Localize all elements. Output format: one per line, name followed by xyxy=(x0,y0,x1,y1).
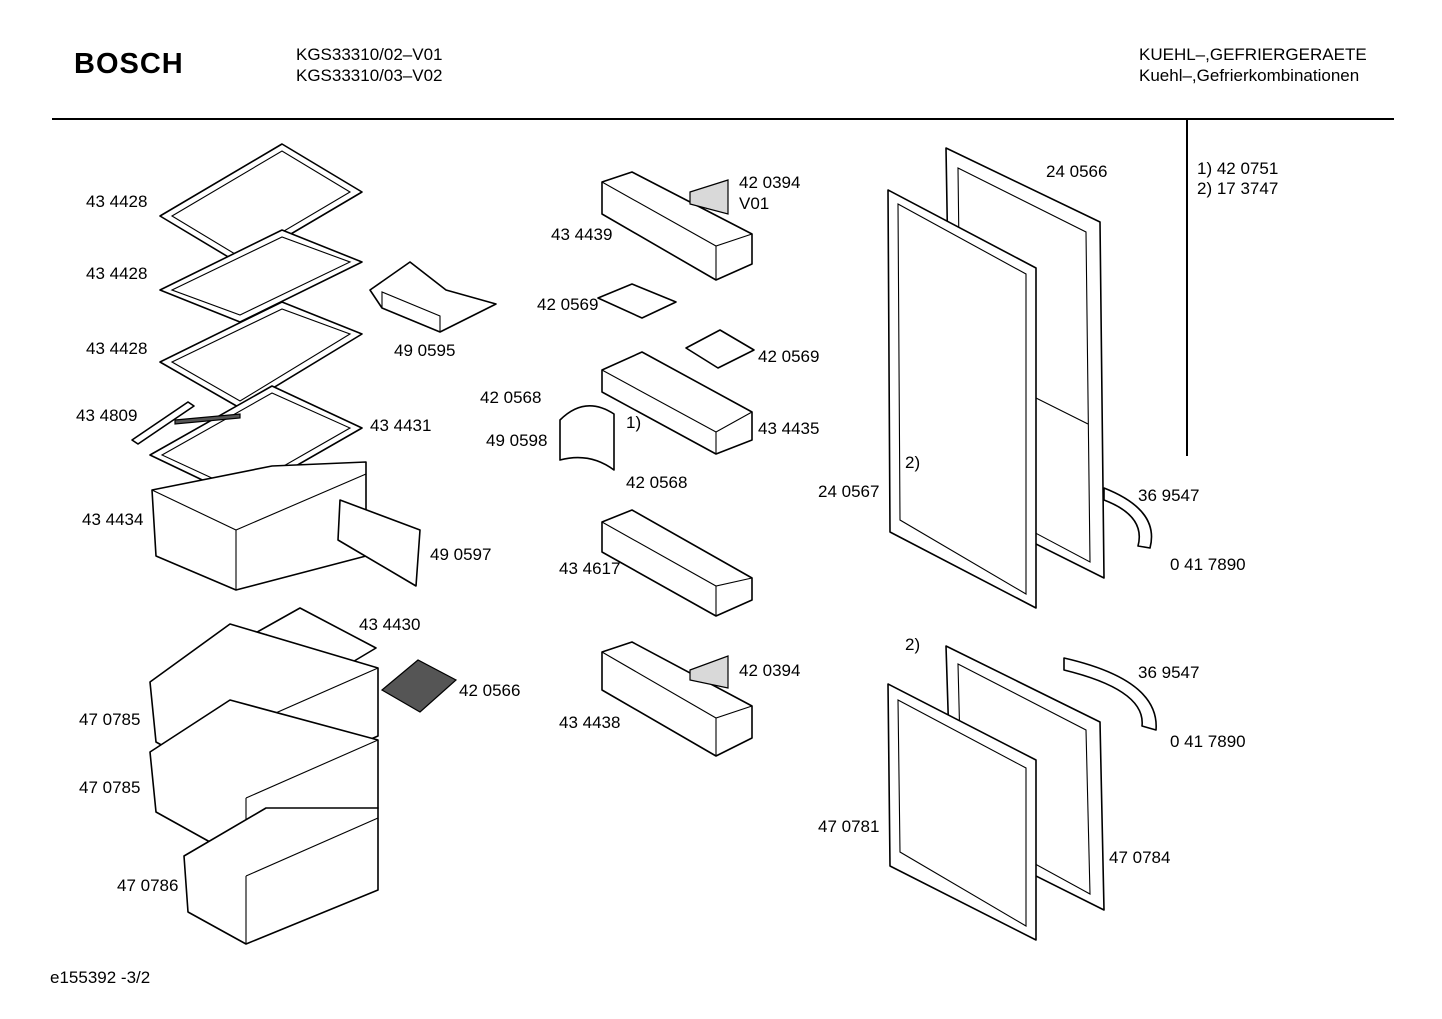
note-1: 1) 42 0751 xyxy=(1197,159,1279,178)
glass-shelf-3 xyxy=(159,301,363,409)
model-number-1: KGS33310/02–V01 xyxy=(296,45,443,64)
egg-tray-1 xyxy=(597,283,677,319)
glass-shelf-1 xyxy=(159,143,363,265)
part-label: 36 9547 xyxy=(1138,663,1200,682)
door-shelf-4 xyxy=(601,641,753,757)
part-label: 43 4430 xyxy=(359,615,421,634)
part-label: 43 4438 xyxy=(559,713,621,732)
shelf-rail xyxy=(131,401,241,445)
part-label: 42 0569 xyxy=(758,347,820,366)
part-label: 1) xyxy=(626,413,642,432)
part-label: 43 4428 xyxy=(86,192,148,211)
part-label: 36 9547 xyxy=(1138,486,1200,505)
part-label: 43 4428 xyxy=(86,339,148,358)
part-label: 47 0785 xyxy=(79,710,141,729)
small-drawer xyxy=(369,261,497,333)
part-label: 47 0786 xyxy=(117,876,179,895)
category-subtitle: Kuehl–,Gefrierkombinationen xyxy=(1139,66,1360,85)
category-title: KUEHL–,GEFRIERGERAETE xyxy=(1139,45,1367,64)
fridge-door-handle xyxy=(1103,487,1153,549)
part-label: 43 4809 xyxy=(76,406,138,425)
flap-cover xyxy=(559,405,615,471)
part-label: 47 0785 xyxy=(79,778,141,797)
crisper-box xyxy=(151,461,421,591)
fridge-door-gasket xyxy=(887,189,1037,609)
part-label: 49 0595 xyxy=(394,341,456,360)
door-shelf-3 xyxy=(601,509,753,617)
door-shelf-1 xyxy=(601,171,753,281)
part-label: 24 0567 xyxy=(818,482,880,501)
part-label: 43 4617 xyxy=(559,559,621,578)
part-label: 42 0568 xyxy=(480,388,542,407)
part-label: 47 0784 xyxy=(1109,848,1171,867)
part-label: 47 0781 xyxy=(818,817,880,836)
part-label: 49 0598 xyxy=(486,431,548,450)
note-2: 2) 17 3747 xyxy=(1197,179,1279,198)
part-label: 43 4435 xyxy=(758,419,820,438)
part-label: 43 4431 xyxy=(370,416,432,435)
freezer-door-handle xyxy=(1063,657,1157,731)
part-label: 42 0568 xyxy=(626,473,688,492)
part-label: V01 xyxy=(739,194,770,213)
part-label: 43 4428 xyxy=(86,264,148,283)
part-label: 43 4434 xyxy=(82,510,144,529)
part-label: 42 0566 xyxy=(459,681,521,700)
part-label: 42 0569 xyxy=(537,295,599,314)
door-shelf-2 xyxy=(601,351,753,455)
brand-logo: BOSCH xyxy=(74,48,184,80)
freezer-door-gasket xyxy=(887,683,1037,941)
part-label: 2) xyxy=(905,453,921,472)
notes-divider xyxy=(1186,120,1188,456)
part-label: 49 0597 xyxy=(430,545,492,564)
part-label: 24 0566 xyxy=(1046,162,1108,181)
part-label: 42 0394 xyxy=(739,173,801,192)
ice-cube-tray xyxy=(380,659,458,713)
part-label: 0 41 7890 xyxy=(1170,732,1246,751)
glass-shelf-2 xyxy=(159,229,363,323)
part-label: 42 0394 xyxy=(739,661,801,680)
drawing-id: e155392 -3/2 xyxy=(50,968,151,987)
egg-tray-2 xyxy=(685,329,755,369)
part-label: 2) xyxy=(905,635,921,654)
freezer-drawer-3 xyxy=(183,807,379,945)
part-label: 43 4439 xyxy=(551,225,613,244)
header-rule xyxy=(52,118,1394,120)
model-number-2: KGS33310/03–V02 xyxy=(296,66,443,85)
part-label: 0 41 7890 xyxy=(1170,555,1246,574)
